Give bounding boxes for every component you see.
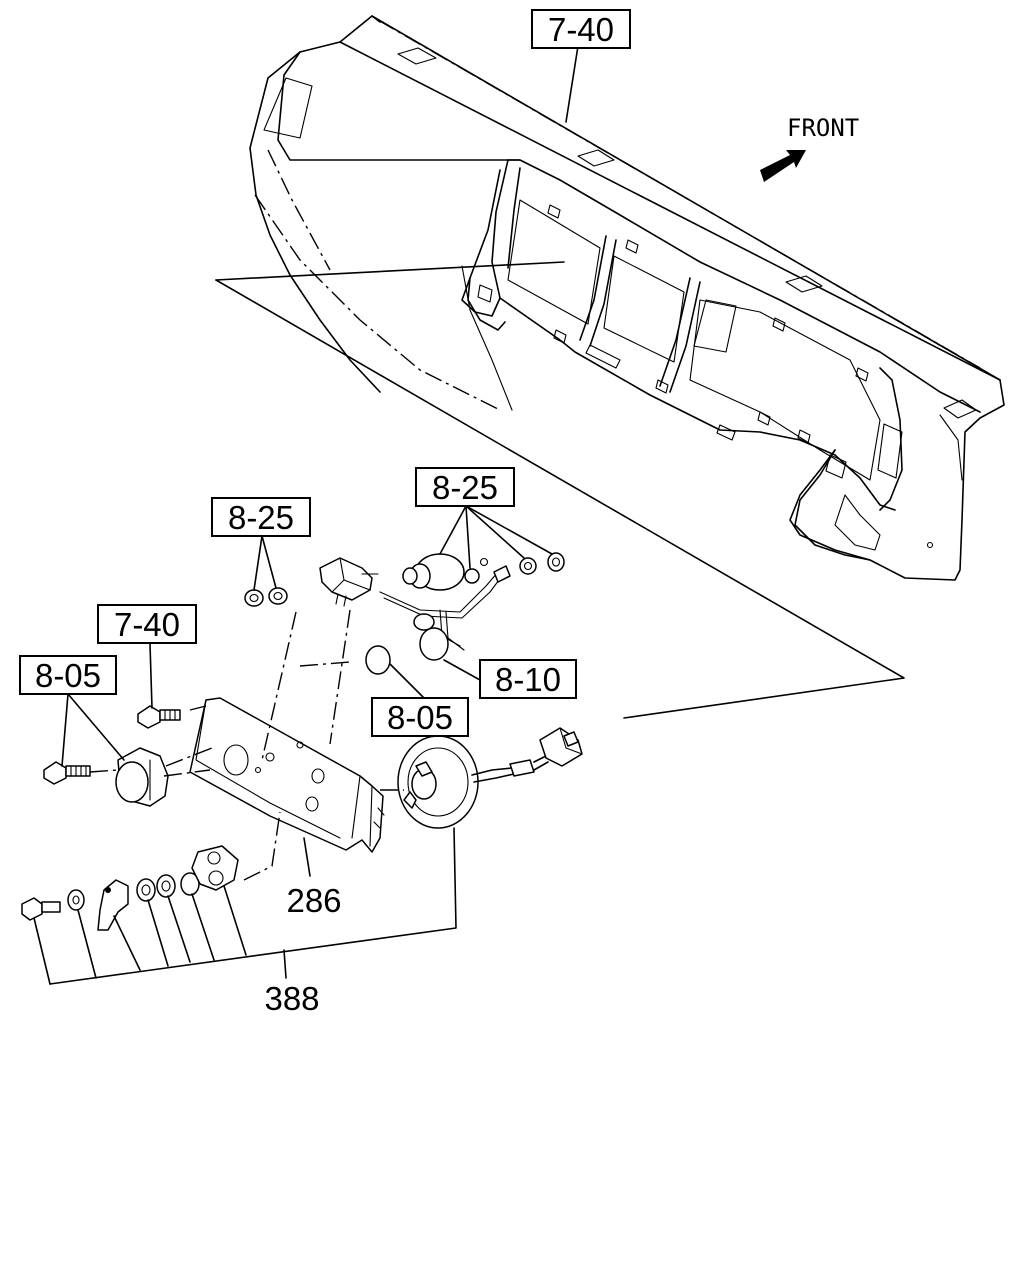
front-label: FRONT <box>787 114 859 142</box>
cluster-pointer-lines <box>215 261 905 719</box>
svg-text:8-10: 8-10 <box>495 661 561 698</box>
front-arrow-icon <box>760 150 806 182</box>
front-direction-indicator: FRONT <box>760 114 859 182</box>
svg-text:8-25: 8-25 <box>432 469 498 506</box>
callout-bracket-left: 8-05 <box>19 655 117 695</box>
horn-switch-parts <box>21 845 239 931</box>
callout-nut-right: 8-25 <box>415 467 515 507</box>
bracket-286 <box>189 697 385 853</box>
horn-assembly <box>397 727 583 829</box>
svg-text:7-40: 7-40 <box>548 11 614 48</box>
bolt-lower <box>43 761 91 785</box>
svg-text:8-05: 8-05 <box>35 657 101 694</box>
svg-text:8-25: 8-25 <box>228 499 294 536</box>
callout-dashboard: 7-40 <box>531 9 631 49</box>
callout-bolt-upper: 7-40 <box>97 604 197 644</box>
bulb-right <box>365 645 391 675</box>
washers-right <box>464 552 565 584</box>
relay-unit <box>319 557 379 607</box>
dashboard-panel <box>249 15 1005 581</box>
svg-text:8-05: 8-05 <box>387 699 453 736</box>
switch-with-wire <box>379 553 511 661</box>
callout-bracket-right: 8-05 <box>371 697 469 737</box>
nut-washer-left <box>244 587 288 607</box>
assembly-lines <box>89 609 404 881</box>
bulb-left <box>115 747 169 807</box>
leader-lines <box>33 45 579 985</box>
callout-bracket-286: 286 <box>286 882 341 919</box>
svg-text:7-40: 7-40 <box>114 606 180 643</box>
callout-relay: 8-10 <box>479 659 577 699</box>
bolt-upper <box>137 705 181 729</box>
callout-horn-kit-388: 388 <box>264 980 319 1017</box>
callout-nut-small: 8-25 <box>211 497 311 537</box>
